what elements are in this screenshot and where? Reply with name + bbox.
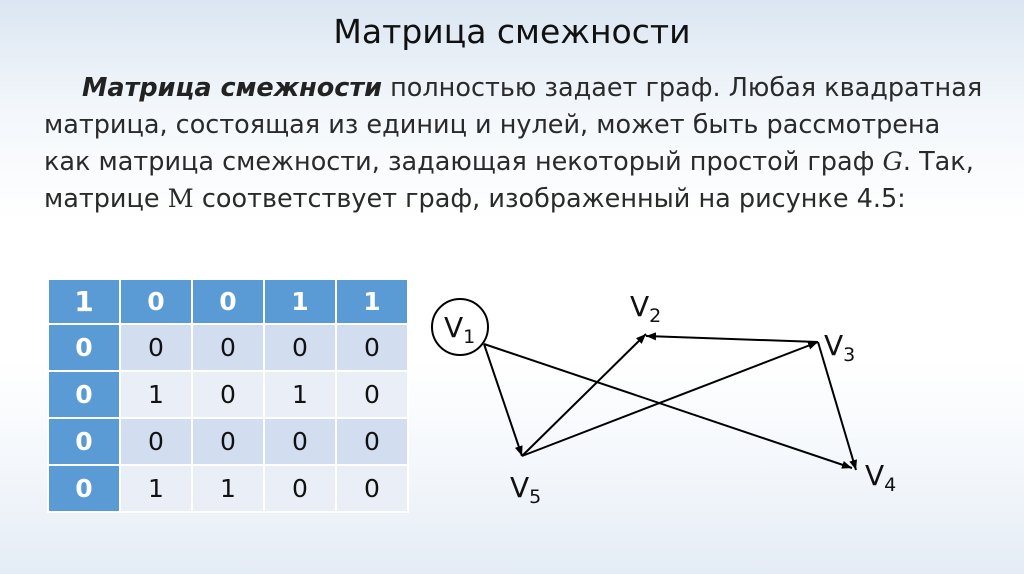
graph-edges: [483, 332, 857, 471]
matrix-symbol: M: [167, 184, 194, 214]
matrix-cell: 0: [47, 323, 121, 372]
paragraph-part-1: полностью задает граф. Любая квадратная …: [44, 73, 983, 177]
matrix-cell: 0: [119, 278, 193, 325]
matrix-cell: 0: [335, 370, 409, 419]
paragraph-text: Матрица смежности полностью задает граф.…: [44, 70, 994, 218]
edge-v1-v4: [483, 343, 853, 469]
vertex-label-v4: V4: [865, 459, 896, 496]
matrix-cell: 0: [119, 417, 193, 466]
matrix-cell: 0: [191, 370, 265, 419]
loop-circle-v1: [431, 298, 489, 356]
matrix-cell: 0: [335, 464, 409, 513]
matrix-cell: 0: [335, 417, 409, 466]
matrix-cell: 0: [335, 323, 409, 372]
matrix-cell: 0: [263, 417, 337, 466]
matrix-row-2: 0 0 0 0 0: [47, 323, 409, 372]
adjacency-matrix-table: 1 0 0 1 1 0 0 0 0 0 0 1 0 1 0 0 0 0 0 0 …: [47, 278, 409, 513]
term-bold: Матрица смежности: [82, 73, 382, 103]
matrix-cell: 1: [191, 464, 265, 513]
matrix-cell: 1: [263, 278, 337, 325]
matrix-cell: 1: [263, 370, 337, 419]
matrix-cell: 0: [47, 417, 121, 466]
matrix-cell: 0: [263, 323, 337, 372]
matrix-cell: 1: [335, 278, 409, 325]
matrix-row-3: 0 1 0 1 0: [47, 370, 409, 419]
edge-v5-v3: [521, 341, 819, 457]
slide-title: Матрица смежности: [333, 12, 691, 51]
matrix-cell: 0: [191, 417, 265, 466]
matrix-row-4: 0 0 0 0 0: [47, 417, 409, 466]
vertex-label-v5: V5: [510, 471, 541, 508]
matrix-cell: 0: [191, 278, 265, 325]
paragraph-part-3: соответствует граф, изображенный на рису…: [193, 184, 906, 214]
matrix-cell: 0: [119, 323, 193, 372]
edge-v1-v5: [483, 343, 523, 457]
matrix-cell: 0: [263, 464, 337, 513]
paragraph-part-2: . Так, матрице: [44, 147, 974, 214]
vertex-label-v1: V1: [444, 311, 475, 348]
edge-v5-v2: [521, 333, 647, 457]
matrix-cell: 1: [119, 464, 193, 513]
matrix-cell: 0: [191, 323, 265, 372]
matrix-cell: 1: [47, 278, 121, 325]
matrix-cell: 0: [47, 370, 121, 419]
vertex-label-v2: V2: [630, 290, 661, 327]
matrix-cell: 1: [119, 370, 193, 419]
matrix-row-1: 1 0 0 1 1: [47, 278, 409, 325]
vertex-label-v3: V3: [824, 329, 855, 366]
edge-v3-v2: [645, 332, 819, 343]
edge-v3-v4: [817, 341, 857, 471]
graph-symbol: G: [882, 147, 903, 177]
matrix-cell: 0: [47, 464, 121, 513]
matrix-row-5: 0 1 1 0 0: [47, 464, 409, 513]
description-paragraph: Матрица смежности полностью задает граф.…: [44, 70, 994, 218]
